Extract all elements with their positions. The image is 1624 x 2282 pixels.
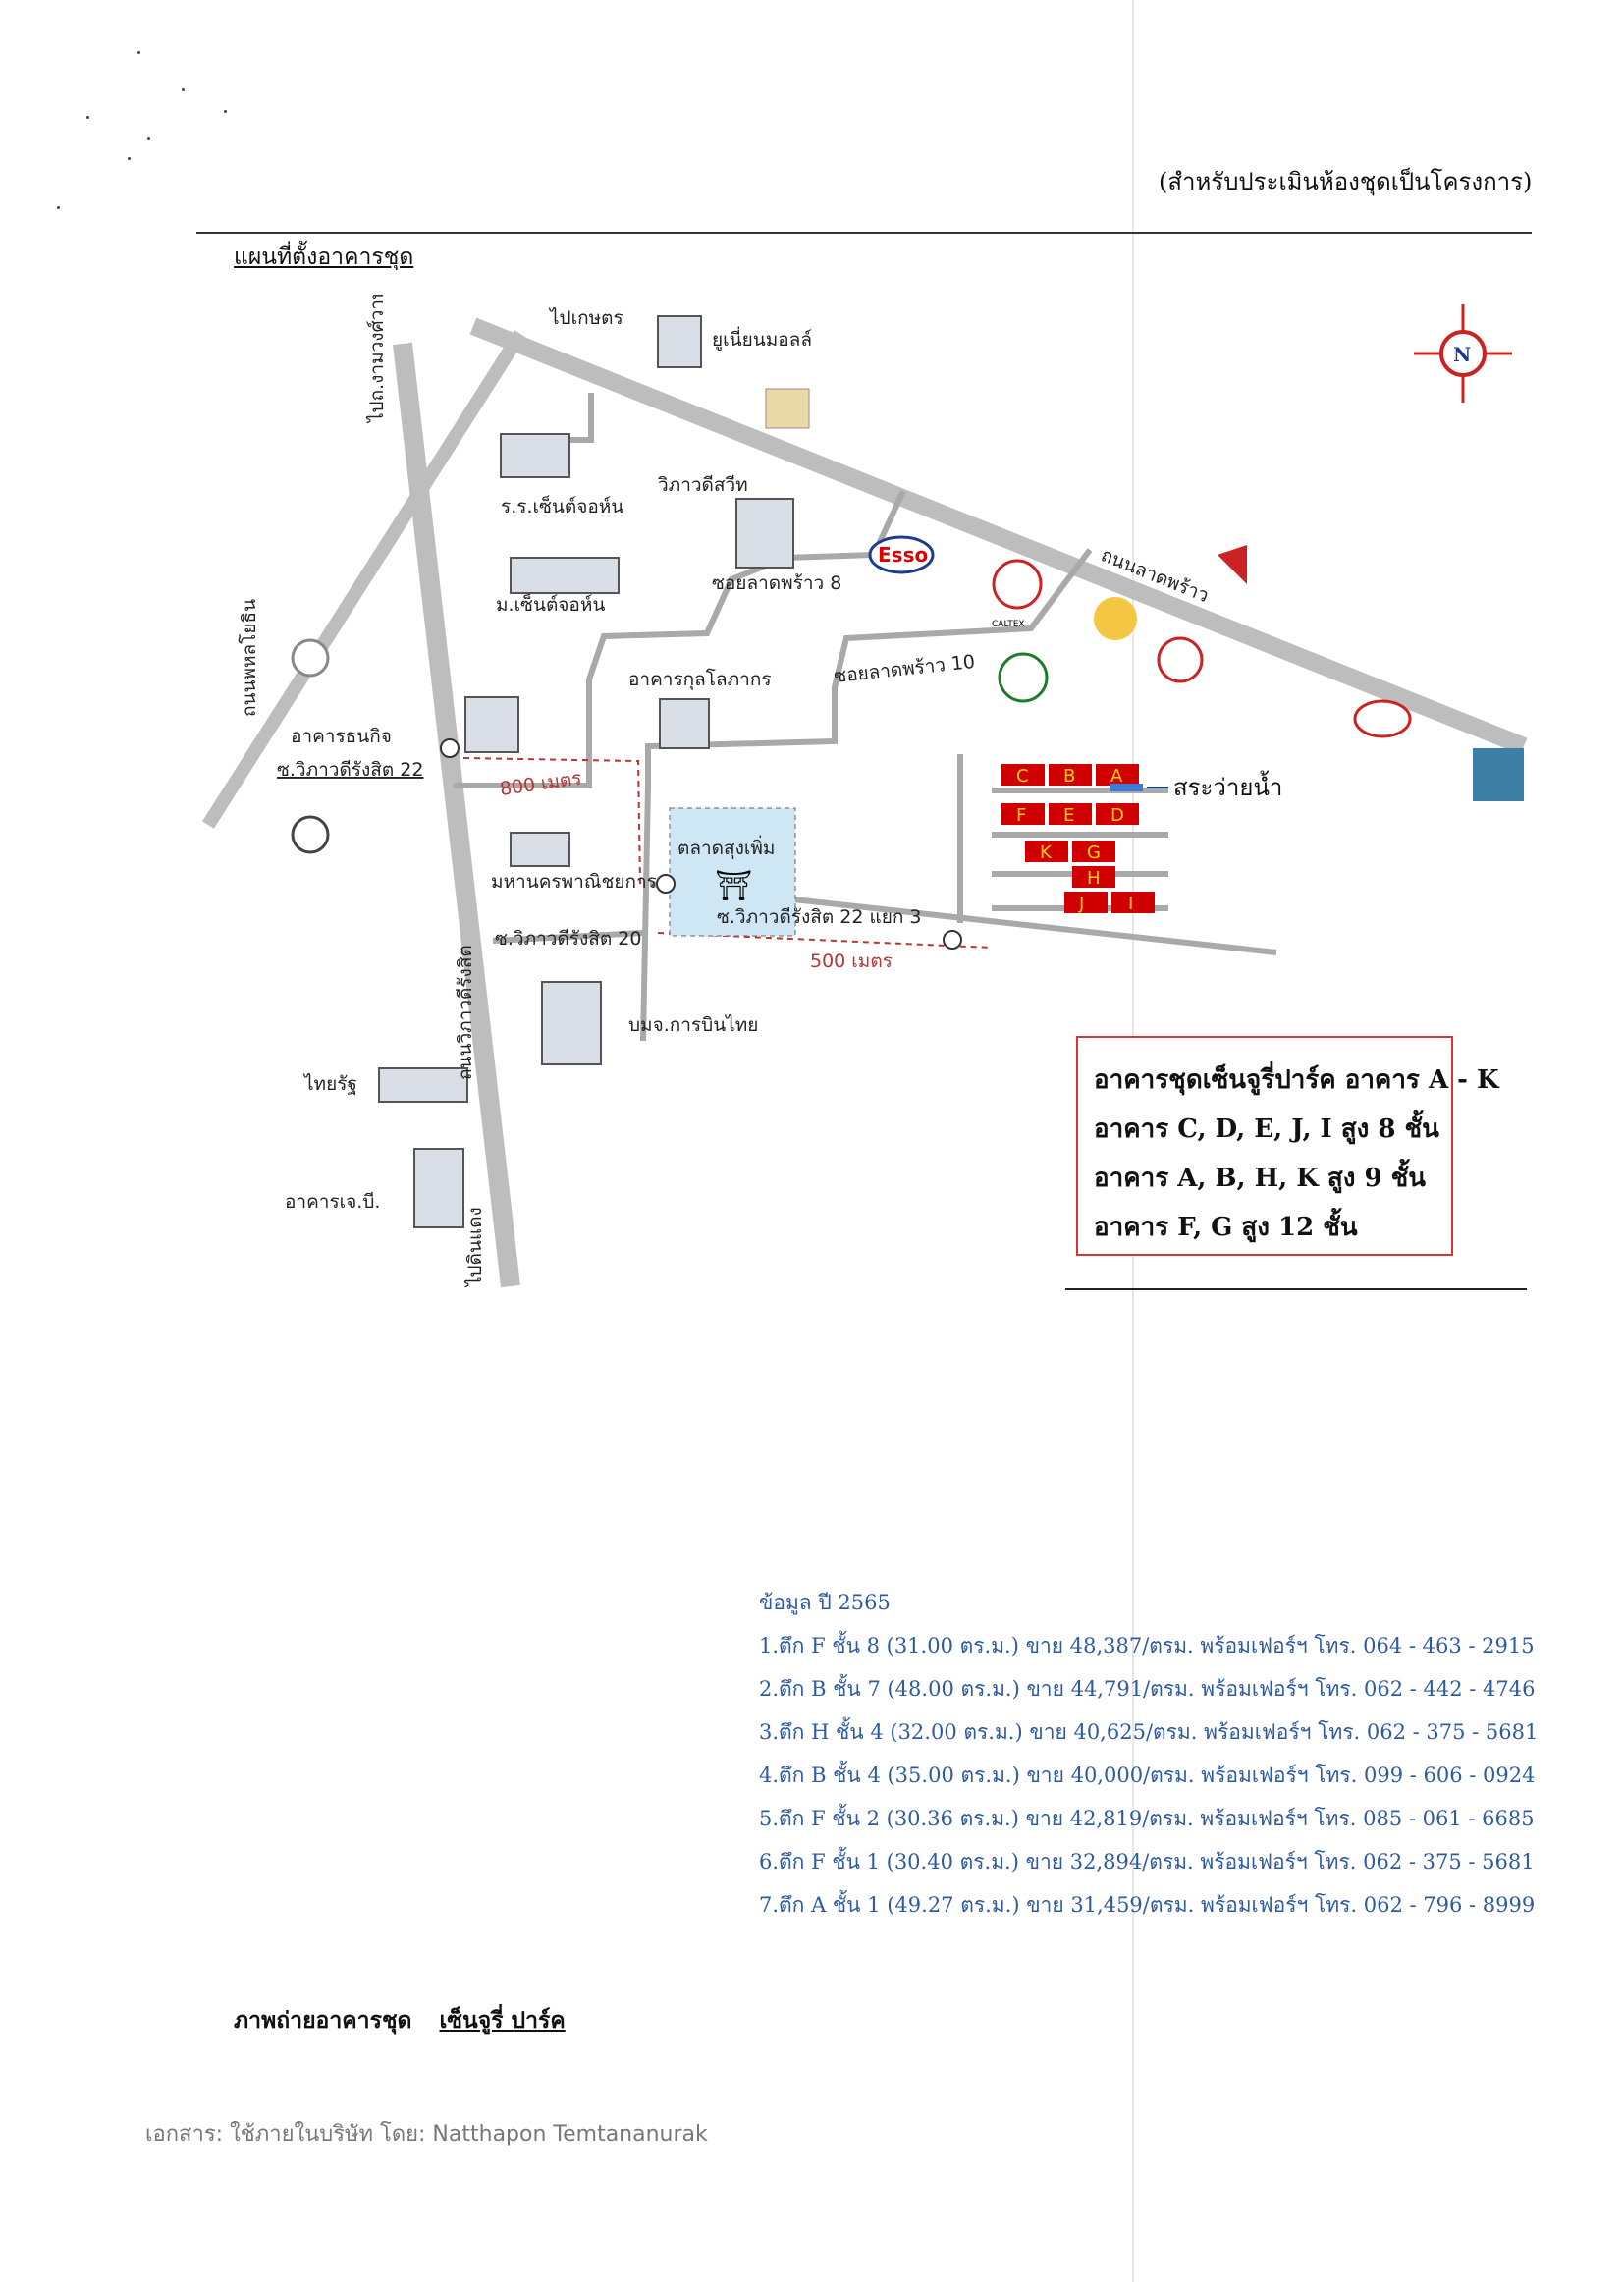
project-buildings: C B A F E D K G H J I สระว่ายน้ำ <box>1001 764 1282 914</box>
legend-line-2: อาคาร C, D, E, J, I สูง 8 ชั้น <box>1094 1114 1439 1144</box>
sales-row: 3.ตึก H ชั้น 4 (32.00 ตร.ม.) ขาย 40,625/… <box>759 1720 1539 1744</box>
distance-800: 800 เมตร <box>499 767 583 799</box>
label-market: ตลาดสุงเพิ่ม <box>677 835 775 860</box>
location-map: 800 เมตร 500 เมตร ตลาดสุงเพิ่ม ⛩ Esso CA… <box>196 295 1532 1296</box>
bmw-logo-icon <box>291 638 330 678</box>
road-soi-8b <box>454 489 906 788</box>
caltex-logo-icon-2 <box>1157 636 1204 683</box>
label-thairath: ไทยรัฐ <box>302 1073 357 1095</box>
label-mahanakorn: มหานครพาณิชยการ <box>491 871 657 893</box>
photo-caption-name: เซ็นจูรี่ ปาร์ค <box>439 2007 566 2034</box>
distance-500: 500 เมตร <box>810 951 893 972</box>
map-svg: 800 เมตร 500 เมตร ตลาดสุงเพิ่ม ⛩ Esso CA… <box>202 295 1528 1288</box>
university-icon <box>510 557 620 594</box>
bank-building-icon <box>464 696 519 753</box>
legend-line-3: อาคาร A, B, H, K สูง 9 ชั้น <box>1094 1164 1427 1193</box>
north-label: N <box>1453 343 1471 366</box>
label-soi-8: ซอยลาดพร้าว 8 <box>712 572 841 594</box>
road-lat-phrao <box>469 317 1528 755</box>
label-soi-22-3: ซ.วิภาวดีรังสิต 22 แยก 3 <box>717 906 922 928</box>
sales-data-title: ข้อมูล ปี 2565 <box>759 1591 891 1614</box>
label-ngam-wong-wan: ไปถ.งามวงศ์วาน <box>366 295 388 424</box>
caltex-logo-icon <box>992 559 1043 610</box>
building-D: D <box>1110 805 1124 826</box>
label-soi-10: ซอยลาดพร้าว 10 <box>833 651 976 687</box>
jp-building-icon <box>413 1148 464 1228</box>
building-J: J <box>1078 894 1084 914</box>
esso-logo-icon <box>868 535 935 574</box>
sales-data: ข้อมูล ปี 2565 1.ตึก F ชั้น 8 (31.00 ตร.… <box>759 1581 1538 1927</box>
major-roads <box>202 317 1528 1288</box>
sales-row: 2.ตึก B ชั้น 7 (48.00 ตร.ม.) ขาย 44,791/… <box>759 1677 1536 1701</box>
header-note: (สำหรับประเมินห้องชุดเป็นโครงการ) <box>1159 168 1533 195</box>
caltex-logo-text: CALTEX <box>992 620 1025 629</box>
sales-row: 1.ตึก F ชั้น 8 (31.00 ตร.ม.) ขาย 48,387/… <box>759 1634 1535 1657</box>
ptt-station-icon <box>1473 748 1524 801</box>
label-pool: สระว่ายน้ำ <box>1173 770 1282 801</box>
label-bank: อาคารธนกิจ <box>291 726 392 747</box>
label-vibhavadi: ถนนวิภาวดีรังสิต <box>455 945 476 1080</box>
esso-logo-text: Esso <box>878 543 928 567</box>
building-B: B <box>1063 766 1075 787</box>
sales-row: 4.ตึก B ชั้น 4 (35.00 ตร.ม.) ขาย 40,000/… <box>759 1764 1536 1787</box>
junction-marker-icon-3 <box>943 930 962 950</box>
label-kulthorn: อาคารกุลโลภากร <box>628 668 772 691</box>
legend-line-1: อาคารชุดเซ็นจูรี่ปาร์ค อาคาร A - K <box>1094 1065 1499 1095</box>
mercedes-logo-icon <box>291 815 330 854</box>
office-building-icon <box>659 698 710 749</box>
junction-marker-icon-2 <box>656 874 676 894</box>
label-soi-22: ซ.วิภาวดีรังสิต 22 <box>277 759 423 781</box>
photo-caption-label: ภาพถ่ายอาคารชุด <box>234 2007 412 2034</box>
road-soi-20 <box>492 930 644 944</box>
label-phahon: ถนนพหลโยธิน <box>238 599 260 717</box>
hospital-building-icon <box>735 498 794 569</box>
footer-text: เอกสาร: ใช้ภายในบริษัท โดย: Natthapon Te… <box>145 2122 708 2146</box>
building-A: A <box>1110 766 1123 787</box>
junction-marker-icon <box>440 738 460 758</box>
toyota-logo-icon <box>1353 699 1412 738</box>
road-soi-10 <box>640 548 1093 1042</box>
header-rule <box>196 232 1532 234</box>
label-vibhavadi-suite: วิภาวดีสวีท <box>658 474 748 496</box>
building-legend: อาคารชุดเซ็นจูรี่ปาร์ค อาคาร A - K อาคาร… <box>1076 1036 1499 1256</box>
road-soi-8 <box>501 393 594 443</box>
market-block <box>669 807 796 937</box>
map-title: แผนที่ตั้งอาคารชุด <box>234 244 414 270</box>
label-thai-airways: บมจ.การบินไทย <box>628 1014 758 1036</box>
pool-marker <box>1110 784 1143 791</box>
north-compass-icon: N <box>1414 304 1512 403</box>
sales-row: 6.ตึก F ชั้น 1 (30.40 ตร.ม.) ขาย 32,894/… <box>759 1850 1535 1874</box>
label-to-kaset: ไปเกษตร <box>548 307 623 329</box>
ptt-logo-icon <box>998 652 1049 703</box>
building-G: G <box>1087 842 1101 863</box>
label-soi-20: ซ.วิภาวดีรังสิต 20 <box>495 928 641 950</box>
label-union-mall: ยูเนี่ยนมอลล์ <box>712 326 812 351</box>
building-C: C <box>1016 766 1029 787</box>
thairath-building-icon <box>378 1067 468 1103</box>
photo-caption: ภาพถ่ายอาคารชุด เซ็นจูรี่ ปาร์ค <box>234 2003 566 2038</box>
label-jp-building: อาคารเจ.บี. <box>285 1191 380 1213</box>
carrefour-logo-icon <box>1218 545 1247 584</box>
bank-logo-icon <box>1094 597 1137 640</box>
market-icon: ⛩ <box>715 869 752 903</box>
college-icon <box>510 832 570 867</box>
building-E: E <box>1063 805 1074 826</box>
sales-row: 5.ตึก F ชั้น 2 (30.36 ตร.ม.) ขาย 42,819/… <box>759 1807 1535 1830</box>
legend-rule <box>1065 1288 1527 1290</box>
landmark-icons <box>378 315 794 1228</box>
label-to-din-daeng: ไปดินแดง <box>464 1207 486 1288</box>
building-I: I <box>1128 894 1133 914</box>
label-school: ร.ร.เซ็นต์จอห์น <box>501 494 623 517</box>
mall-building-icon <box>657 315 702 368</box>
temple-icon <box>765 388 810 429</box>
building-H: H <box>1087 868 1101 889</box>
school-icon <box>500 433 570 478</box>
label-st-john-univ: ม.เซ็นต์จอห์น <box>496 592 605 616</box>
sales-row: 7.ตึก A ชั้น 1 (49.27 ตร.ม.) ขาย 31,459/… <box>759 1893 1536 1917</box>
thai-airways-building-icon <box>541 981 602 1065</box>
building-K: K <box>1040 842 1053 863</box>
legend-line-4: อาคาร F, G สูง 12 ชั้น <box>1094 1213 1358 1242</box>
road-phahon <box>202 330 526 829</box>
building-F: F <box>1016 805 1026 826</box>
